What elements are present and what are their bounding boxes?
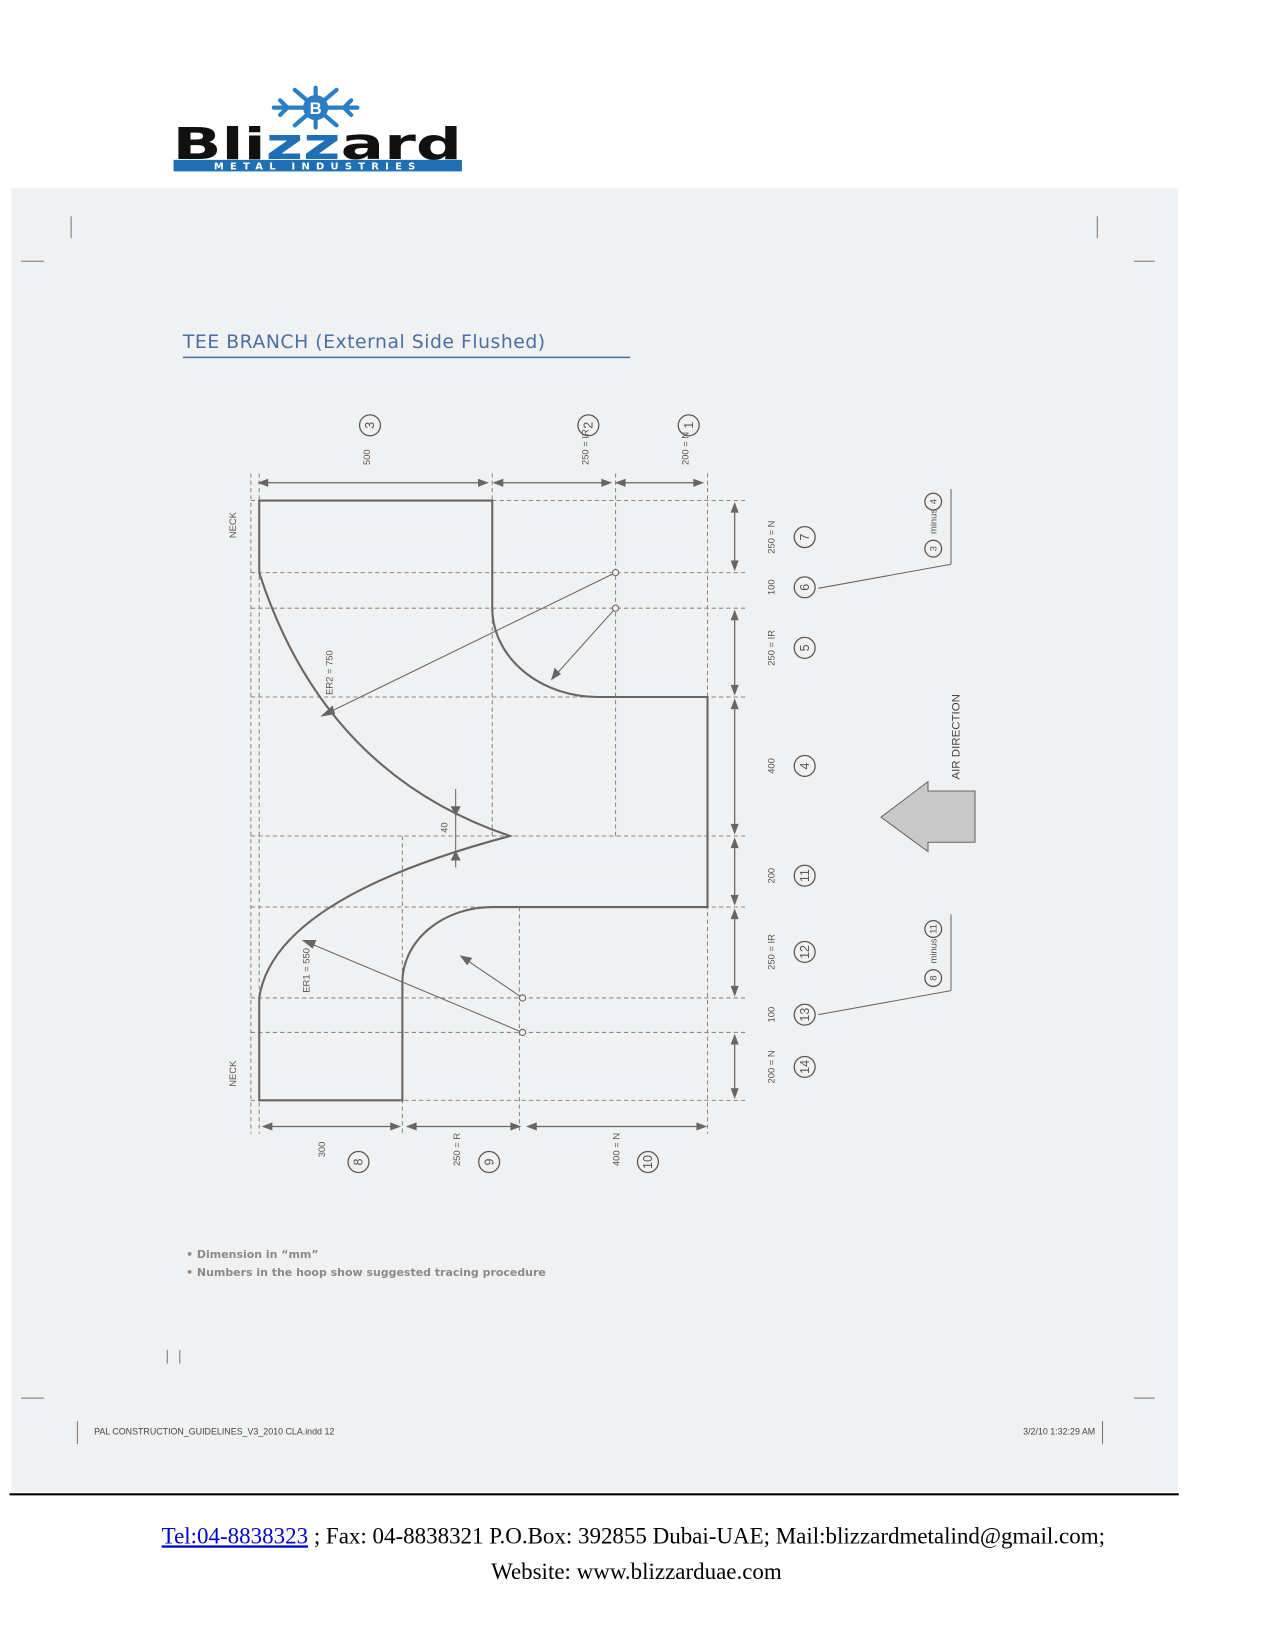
step-number-circle: 7 [793,526,816,549]
slug-filename: PAL CONSTRUCTION_GUIDELINES_V3_2010 CLA.… [94,1427,334,1437]
svg-text:12: 12 [798,945,812,959]
bottom-dimension-label: 400 = N [611,1133,622,1166]
tee-branch-diagram: ER2 = 750 ER1 = 550 40 NECK NECK 500 3 250… [227,414,976,1174]
slug-timestamp: 3/2/10 1:32:29 AM [1023,1427,1095,1437]
right-dimension-label: 200 = N [765,1050,776,1083]
right-dimension-label: 250 = IR [765,630,776,666]
svg-text:1: 1 [682,422,696,429]
top-dimension-arrow [257,478,489,487]
step-number-circle: 13 [793,1003,816,1026]
step-number-circle: 5 [793,636,816,659]
er2-label: ER2 = 750 [323,650,334,695]
neck-label-top: NECK [227,511,238,538]
step-number-circle: 12 [793,940,816,964]
note-units: • Dimension in “mm” [186,1248,318,1261]
bottom-dimension-label: 250 = R [451,1133,462,1166]
step-number-circle: 9 [478,1150,501,1174]
svg-text:5: 5 [798,644,812,651]
callout-step13 [818,914,952,1016]
top-dimension-label: 200 = N [680,432,691,465]
right-dimension-arrow [730,908,739,997]
top-dimension-label: 250 = IR [579,429,590,465]
neck-label-bottom: NECK [227,1060,238,1087]
tel-link[interactable]: Tel:04-8838323 [162,1523,308,1548]
svg-text:14: 14 [798,1060,812,1074]
air-direction-arrow-icon [880,780,976,853]
right-dimension-label: 400 [765,758,776,774]
page-title: TEE BRANCH (External Side Flushed) [182,332,546,353]
step-number-circle: 2 [577,414,600,437]
er1-label: ER1 = 550 [300,948,311,993]
svg-text:8: 8 [352,1158,366,1165]
step-number-circle: 4 [793,754,816,778]
right-dimension-label: 200 [765,868,776,884]
svg-text:7: 7 [798,534,812,541]
step-number-circle: 10 [636,1150,660,1174]
right-dimension-arrow [730,501,739,572]
step-number-circle: 3 [358,414,382,437]
top-dimension-arrow [614,478,705,487]
snowflake-icon: B [271,85,360,130]
callout-step6 [818,489,952,589]
step-number-circle: 6 [793,576,816,599]
right-dimension-label: 100 [765,579,776,595]
right-dimension-arrow [730,1033,739,1099]
svg-text:13: 13 [798,1008,812,1022]
svg-text:3: 3 [927,546,938,551]
step-number-circle: 14 [793,1055,816,1078]
top-dimension-label: 500 [361,449,372,465]
brand-tagline: METAL INDUSTRIES [214,161,422,172]
svg-text:9: 9 [482,1158,496,1165]
bottom-dimension-arrow [261,1122,402,1131]
right-dimension-label: 250 = N [765,520,776,553]
bottom-dimension-label: 300 [316,1142,327,1158]
right-dimension-arrow [730,609,739,696]
top-dimension-arrow [492,478,613,487]
bottom-dimension-arrow [525,1122,708,1131]
step-number-circle: 11 [793,864,816,887]
svg-text:2: 2 [582,422,596,429]
right-dimension-arrow [730,698,739,835]
svg-text:minus: minus [927,509,938,534]
step-number-circle: 8 [347,1150,370,1174]
bottom-dimension-arrow [405,1122,522,1131]
svg-text:3: 3 [363,422,377,429]
contact-line: Tel:04-8838323 ; Fax: 04-8838321 P.O.Box… [162,1523,1105,1548]
scanned-page [11,188,1178,1493]
svg-text:11: 11 [798,869,812,882]
svg-text:8: 8 [927,975,938,980]
svg-text:11: 11 [927,924,938,934]
callout-formula-bottom: 8 minus 11 [924,919,943,988]
website-line: Website: www.blizzarduae.com [491,1559,782,1584]
right-dimension-label: 250 = IR [765,934,776,970]
svg-text:B: B [310,99,322,118]
right-dimension-arrow [730,837,739,906]
svg-text:4: 4 [927,499,938,504]
svg-text:6: 6 [798,584,812,591]
right-dimension-label: 100 [765,1007,776,1023]
crop-marks [20,216,1155,1445]
svg-text:4: 4 [798,762,812,769]
callout-formula-top: 3 minus 4 [924,492,943,558]
step-number-circle: 1 [677,414,700,437]
gap-label: 40 [438,822,449,832]
air-direction-label: AIR DIRECTION [950,694,962,780]
svg-text:minus: minus [927,938,938,963]
note-tracing: • Numbers in the hoop show suggested tra… [186,1266,546,1279]
svg-text:10: 10 [641,1155,655,1169]
radius-lines [301,568,620,1037]
